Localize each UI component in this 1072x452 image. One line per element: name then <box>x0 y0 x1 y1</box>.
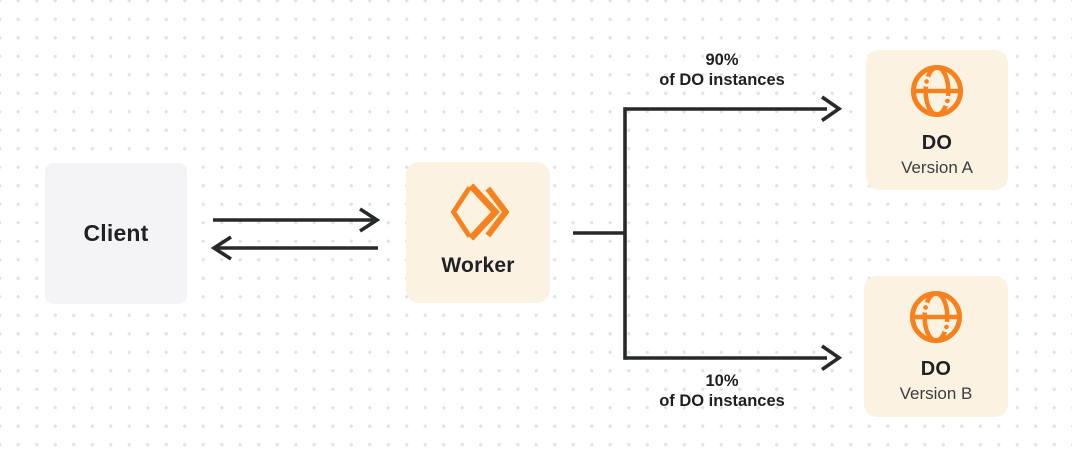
do-a-title: DO <box>921 132 953 154</box>
edge-label-90-line2: of DO instances <box>659 70 785 89</box>
do-version-b-node: DO Version B <box>864 276 1008 417</box>
client-node: Client <box>45 163 187 304</box>
arrow-to-version-b <box>625 344 843 371</box>
edge-label-90-percent: 90% of DO instances <box>612 51 832 90</box>
edge-label-10-line1: 10% <box>705 372 739 390</box>
do-b-title: DO <box>920 358 952 380</box>
worker-label: Worker <box>441 254 515 277</box>
do-version-a-node: DO Version A <box>866 50 1008 190</box>
worker-node: Worker <box>406 162 550 303</box>
workers-icon <box>450 183 510 241</box>
branch-connector <box>573 107 627 360</box>
globe-icon <box>910 64 964 118</box>
worker-to-client-arrow <box>210 235 378 261</box>
edge-label-90-line1: 90% <box>705 51 739 69</box>
do-b-subtitle: Version B <box>899 384 973 403</box>
do-a-subtitle: Version A <box>901 158 973 177</box>
edge-label-10-percent: 10% of DO instances <box>612 372 832 411</box>
client-label: Client <box>83 220 149 246</box>
client-to-worker-arrow <box>213 207 381 233</box>
edge-label-10-line2: of DO instances <box>659 391 785 410</box>
arrow-to-version-a <box>625 95 843 122</box>
globe-icon <box>909 290 963 344</box>
